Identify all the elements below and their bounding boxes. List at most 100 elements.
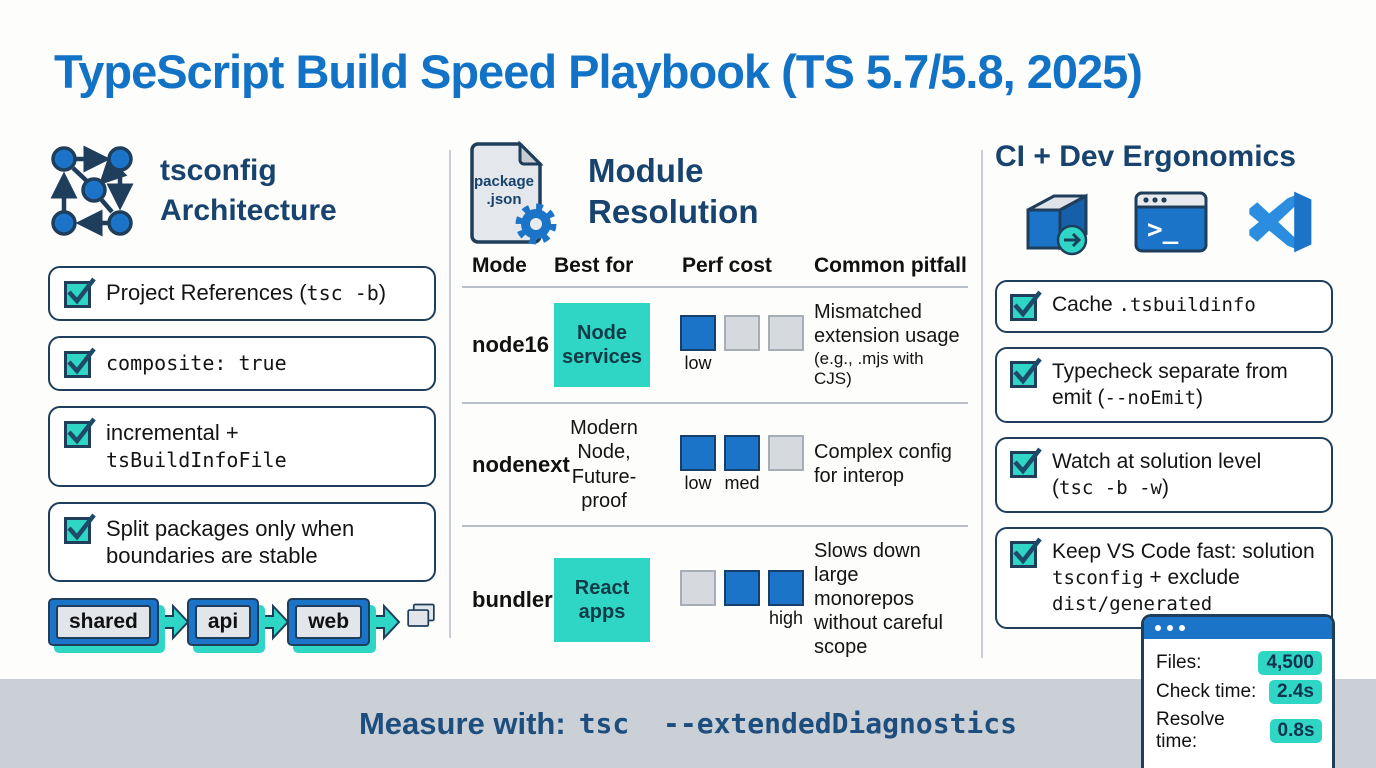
checkbox-checked-icon[interactable]: [64, 417, 96, 448]
window-dot-icon: [1179, 625, 1185, 631]
module-resolution-title: Module Resolution: [588, 152, 759, 231]
page-title: TypeScript Build Speed Playbook (TS 5.7/…: [54, 45, 1143, 98]
perf-cost-cell: high: [676, 570, 808, 629]
best-for-text: Modern Node, Future-proof: [570, 416, 638, 512]
stat-label: Files:: [1156, 652, 1202, 673]
checkbox-checked-icon[interactable]: [1010, 447, 1042, 479]
table-header-row: Mode Best for Perf cost Common pitfall: [462, 254, 968, 288]
measure-with-label: Measure with:: [358, 705, 566, 741]
checklist-item-split-packages: Split packages only when boundaries are …: [48, 501, 436, 583]
pipeline-node-label: web: [295, 605, 363, 640]
column-divider: [981, 150, 983, 658]
package-json-file-icon: package .json: [470, 140, 557, 245]
perf-square-empty: [768, 435, 804, 472]
file-icon-label-line2: .json: [486, 191, 521, 208]
arrow-right-icon: [367, 603, 401, 641]
perf-level-label: [768, 473, 804, 494]
perf-cost-cell: low: [676, 315, 808, 374]
stat-label: Resolve time:: [1156, 709, 1225, 752]
pipeline-node-web: web: [287, 598, 371, 647]
checklist-item-label: Cache .tsbuildinfo: [1052, 293, 1256, 316]
checklist-item-label: Project References (tsc -b): [106, 280, 387, 305]
mode-value: bundler: [472, 586, 553, 612]
terminal-prompt-glyph: >_: [1147, 215, 1179, 245]
best-for-cell: Node services: [554, 302, 676, 387]
pipeline-node-shared: shared: [48, 598, 159, 647]
checklist-item-label: Typecheck separate from emit (--noEmit): [1052, 360, 1288, 410]
pipeline-node-label: api: [194, 605, 252, 640]
checkbox-checked-icon[interactable]: [64, 277, 96, 308]
perf-level-label: low: [684, 473, 712, 494]
column-header-mode: Mode: [472, 254, 527, 277]
perf-square-empty: [724, 315, 760, 352]
stat-value-badge: 2.4s: [1269, 680, 1322, 704]
checklist-item-typecheck-separate: Typecheck separate from emit (--noEmit): [995, 347, 1333, 424]
column-divider: [449, 150, 451, 638]
perf-square-filled: [724, 570, 760, 607]
checklist-item-incremental: incremental + tsBuildInfoFile: [48, 406, 436, 487]
best-for-highlight: React apps: [554, 557, 650, 642]
stats-body: Files: 4,500 Check time: 2.4s Resolve ti…: [1144, 639, 1332, 768]
perf-square-filled: [768, 570, 804, 607]
checkbox-checked-icon[interactable]: [1010, 537, 1042, 569]
vscode-logo-icon: [1249, 191, 1312, 253]
pitfall-note: (e.g., .mjs with CJS): [814, 349, 924, 389]
tsconfig-architecture-header: tsconfig Architecture: [48, 142, 436, 240]
diagnostics-stats-window: Files: 4,500 Check time: 2.4s Resolve ti…: [1141, 614, 1335, 768]
module-resolution-header: package .json Module Resolution: [462, 140, 968, 248]
window-dot-icon: [1167, 625, 1173, 631]
checklist-item-label: Watch at solution level (tsc -b -w): [1052, 450, 1262, 500]
checklist-item-label: incremental + tsBuildInfoFile: [106, 420, 287, 473]
perf-square-filled: [680, 315, 716, 352]
tsconfig-architecture-title: tsconfig Architecture: [160, 154, 337, 227]
pitfall-cell: Mismatched extension usage (e.g., .mjs w…: [808, 300, 968, 390]
window-dot-icon: [1155, 625, 1161, 631]
checklist-item-project-references: Project References (tsc -b): [48, 266, 436, 321]
dependency-graph-icon: [50, 145, 134, 237]
stats-row-check-time: Check time: 2.4s: [1156, 680, 1322, 704]
checklist-item-cache-tsbuildinfo: Cache .tsbuildinfo: [995, 280, 1333, 333]
checklist-item-watch-solution: Watch at solution level (tsc -b -w): [995, 437, 1333, 514]
best-for-highlight: Node services: [554, 302, 650, 387]
stat-value-badge: 4,500: [1258, 651, 1322, 675]
checkbox-checked-icon[interactable]: [64, 347, 96, 378]
checklist-item-label: composite: true: [106, 351, 287, 375]
mode-value: node16: [472, 331, 550, 357]
section-ci-dev-ergonomics: CI + Dev Ergonomics >_: [995, 140, 1333, 643]
perf-square-empty: [768, 315, 804, 352]
stat-value-badge: 0.8s: [1269, 719, 1322, 743]
checkbox-checked-icon[interactable]: [1010, 290, 1042, 321]
package-box-icon: [1026, 193, 1088, 256]
perf-level-label: [724, 608, 760, 629]
arrow-right-icon: [155, 603, 190, 641]
table-row-bundler: bundler React apps high Slows down large…: [462, 527, 968, 672]
checkbox-checked-icon[interactable]: [1010, 357, 1042, 388]
perf-level-label: high: [768, 608, 804, 629]
section-module-resolution: package .json Module Resolution Mode Bes…: [462, 140, 968, 672]
perf-square-empty: [680, 570, 716, 607]
checklist-item-keep-vscode-fast: Keep VS Code fast: solution tsconfig + e…: [995, 527, 1333, 630]
pitfall-text: Slows down large monorepos without caref…: [814, 540, 943, 659]
best-for-cell: React apps: [554, 557, 676, 642]
section-tsconfig-architecture: tsconfig Architecture Project References…: [48, 142, 436, 647]
stacked-documents-icon: [407, 603, 435, 627]
checkbox-checked-icon[interactable]: [64, 513, 96, 544]
pitfall-text: Mismatched extension usage: [814, 301, 960, 347]
gear-icon: [515, 203, 557, 245]
stats-row-resolve-time: Resolve time: 0.8s: [1156, 709, 1322, 753]
checklist-item-composite-true: composite: true: [48, 336, 436, 391]
perf-square-filled: [680, 435, 716, 472]
perf-level-label: low: [684, 353, 712, 374]
best-for-cell: Modern Node, Future-proof: [554, 416, 676, 514]
pipeline-node-label: shared: [56, 605, 151, 640]
perf-level-label: [724, 353, 760, 374]
pipeline-node-api: api: [186, 598, 260, 647]
terminal-icon: >_: [1134, 191, 1208, 253]
ci-dev-ergonomics-title: CI + Dev Ergonomics: [995, 140, 1296, 173]
column-header-best-for: Best for: [554, 254, 634, 277]
perf-level-label: med: [724, 473, 760, 494]
mode-value: nodenext: [472, 451, 570, 477]
arrow-right-icon: [256, 603, 290, 641]
perf-level-label: [680, 608, 716, 629]
